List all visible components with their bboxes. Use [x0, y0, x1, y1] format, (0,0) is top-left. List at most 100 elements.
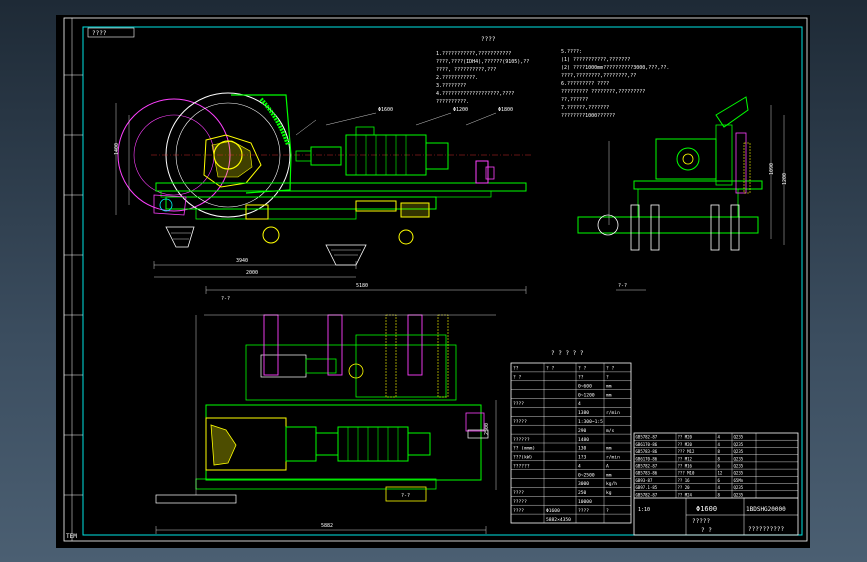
- front-elevation-view: 3940 2000 5180 1400 Φ1600 Φ1200 Φ1800 ?-…: [114, 92, 531, 302]
- parts-cell: ?? M16: [678, 464, 693, 469]
- parts-cell: ?? M12: [678, 456, 693, 461]
- table-cell: ? ?: [578, 366, 587, 372]
- table-cell: ????: [578, 508, 589, 514]
- section-label: ?-?: [221, 296, 230, 302]
- table-cell: 130: [578, 446, 587, 452]
- note-line: 2.???????????.: [436, 75, 478, 81]
- title-scale: 1:10: [638, 507, 650, 513]
- note-line: ????,????????,????????,??: [561, 73, 636, 79]
- dim-label: 2000: [246, 270, 258, 276]
- table-cell: 0~600: [578, 383, 592, 389]
- parts-cell: 12: [718, 471, 723, 476]
- table-cell: 4: [578, 463, 581, 469]
- title-subtitle: ?????: [692, 518, 710, 525]
- table-cell: ?????: [513, 499, 527, 505]
- table-cell: mm: [606, 473, 612, 478]
- dim-label: 2500: [484, 423, 490, 435]
- table-cell: 250: [578, 490, 587, 496]
- note-line: ????,????(IDH4),??????(9105),??: [436, 59, 529, 65]
- note-line: ????????? ????????,?????????: [561, 89, 645, 95]
- parts-cell: 6: [718, 464, 721, 469]
- parts-cell: 65Mn: [734, 478, 744, 483]
- parts-cell: GB6170-86: [636, 442, 658, 447]
- dim-label: 1090: [769, 163, 775, 175]
- parts-cell: GB6170-86: [636, 456, 658, 461]
- parts-cell: 4: [718, 442, 721, 447]
- table-cell: ?????: [513, 419, 527, 425]
- parts-cell: GB5783-86: [636, 471, 658, 476]
- note-line: 4.???????????????????,????: [436, 91, 514, 97]
- dim-label: 1400: [114, 143, 120, 155]
- machine-bed: [155, 182, 527, 192]
- table-cell: 290: [578, 428, 587, 434]
- parts-cell: 6: [718, 478, 721, 483]
- table-cell: ????: [513, 490, 524, 496]
- table-cell: ?? (mmm): [513, 446, 535, 452]
- parts-cell: GB5782-87: [636, 435, 658, 440]
- table-cell: ?: [606, 375, 609, 381]
- table-cell: 10000: [578, 499, 592, 505]
- coupling: [310, 146, 342, 166]
- table-cell: 3000: [578, 481, 589, 487]
- table-cell: 0~1200: [578, 392, 595, 398]
- table-cell: 1480: [578, 437, 589, 443]
- parts-cell: ?? M24: [678, 492, 693, 497]
- table-cell: ??: [578, 375, 584, 381]
- table-cell: r/min: [606, 455, 620, 461]
- parts-cell: GB97.1-85: [636, 485, 658, 490]
- title-name: Φ1600: [696, 505, 717, 513]
- title-code: 1BDSHG20000: [746, 506, 786, 513]
- dim-label: Φ1600: [378, 107, 393, 113]
- note-line: 5.????:: [561, 49, 582, 55]
- parts-cell: 8: [718, 492, 721, 497]
- table-cell: r/min: [606, 410, 620, 416]
- parts-cell: Q235: [734, 471, 744, 476]
- parts-cell: GB93-87: [636, 478, 653, 483]
- note-line: ??,??????: [561, 97, 588, 103]
- gearbox-body: [655, 138, 717, 180]
- table-cell: mm: [606, 447, 612, 452]
- technical-notes: ???? 1.???????????,??????????? ????,????…: [436, 36, 669, 119]
- table-cell: 1?3: [578, 455, 587, 461]
- notes-title: ????: [481, 36, 496, 43]
- dim-label: 5882: [321, 523, 333, 529]
- parts-cell: ?? 20: [678, 485, 691, 490]
- note-line: ????????1000??????: [561, 113, 615, 119]
- dim-label: Φ1200: [453, 107, 468, 113]
- note-line: (1) ???????????,???????: [561, 57, 630, 63]
- sheet-outer-border: [63, 17, 808, 542]
- table-cell: ???(kW): [513, 455, 532, 461]
- motor-plan: [337, 426, 409, 462]
- note-line: 7.??????,???????: [561, 105, 609, 111]
- parts-cell: 8: [718, 449, 721, 454]
- base-plan: [205, 404, 482, 481]
- table-cell: ??: [513, 366, 519, 372]
- parts-cell: ??? M12: [678, 449, 695, 454]
- binding-margin: [64, 18, 83, 541]
- note-line: 1.???????????,???????????: [436, 51, 511, 57]
- base-frame: [577, 216, 759, 234]
- table-cell: ??????: [513, 437, 530, 443]
- section-label: ?-?: [618, 283, 627, 289]
- gear-guard: [231, 94, 292, 194]
- section-label: ?-?: [401, 493, 410, 499]
- cad-viewport[interactable]: ???? TEM: [56, 15, 810, 548]
- table-cell: 5882×4350: [546, 517, 571, 523]
- note-line: ??????????.: [436, 99, 469, 105]
- table-cell: kg: [606, 490, 612, 496]
- parts-cell: ??? M10: [678, 471, 695, 476]
- table-cell: mm: [606, 384, 612, 389]
- parts-cell: Q235: [734, 456, 744, 461]
- cad-drawing-canvas: ???? TEM: [63, 17, 808, 542]
- table-cell: ????: [513, 401, 524, 407]
- parts-cell: Q235: [734, 492, 744, 497]
- table-cell: 0~2500: [578, 472, 595, 478]
- dim-label: Φ1800: [498, 107, 513, 113]
- title-sheet: ? ?: [701, 527, 712, 534]
- note-line: 6.????????? ????: [561, 81, 609, 87]
- table-cell: 1:300~1:5: [578, 419, 603, 425]
- parts-cell: GB5783-86: [636, 449, 658, 454]
- plan-view: 5882 2500 ?-?: [155, 314, 497, 534]
- parts-cell: ?? M20: [678, 435, 693, 440]
